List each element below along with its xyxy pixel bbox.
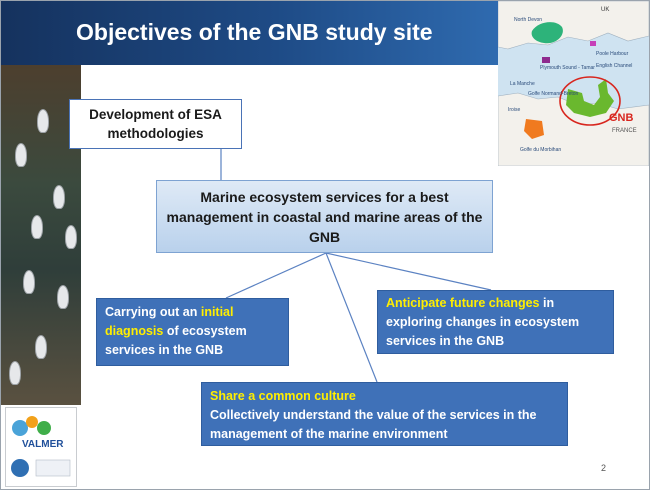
boat: [23, 270, 35, 294]
boat: [65, 225, 77, 249]
page-number: 2: [601, 463, 607, 473]
development-box: Development of ESA methodologies: [69, 99, 242, 149]
logo-graphics: [11, 416, 71, 477]
plymouth-area: [542, 57, 550, 63]
map-place-label: Golfe du Morbihan: [520, 147, 562, 153]
main-objective-text: Marine ecosystem services for a best man…: [166, 189, 483, 245]
map-place-label: North Devon: [514, 17, 543, 23]
anticipate-highlight: Anticipate future changes: [386, 296, 540, 310]
diagnosis-highlight: initial diagnosis: [105, 305, 234, 338]
anticipate-box: Anticipate future changes in exploring c…: [377, 290, 614, 354]
share-box: Share a common culture Collectively unde…: [201, 382, 568, 446]
map-shapes: [498, 1, 649, 166]
north-devon-area: [531, 22, 563, 44]
map-gnb-label: GNB: [609, 112, 634, 124]
share-highlight: Share a common culture: [210, 389, 356, 403]
anticipate-text: in exploring changes in ecosystem servic…: [386, 296, 580, 348]
map-place-label: La Manche: [510, 81, 535, 87]
connector-main-to-anticipate: [325, 252, 492, 291]
slide-title: Objectives of the GNB study site: [76, 19, 433, 45]
map-place-label: Golfe Normand-Breton: [528, 91, 579, 97]
diagnosis-text-end: of ecosystem services in the GNB: [105, 324, 247, 357]
boat: [31, 215, 43, 239]
logo-figure: [37, 421, 51, 435]
harbour-photo: [1, 65, 81, 405]
boat: [37, 109, 49, 133]
share-text: Collectively understand the value of the…: [210, 408, 537, 441]
diagnosis-text-start: Carrying out an: [105, 305, 201, 319]
boat: [35, 335, 47, 359]
boat: [53, 185, 65, 209]
connector-main-to-share: [325, 252, 378, 383]
connector-main-to-diagnosis: [225, 252, 327, 299]
boat: [57, 285, 69, 309]
logo-text: VALMER: [22, 439, 64, 450]
poole-area: [590, 41, 596, 46]
map-france-label: FRANCE: [612, 128, 637, 134]
study-sites-map: UK North Devon Poole Harbour Plymouth So…: [498, 1, 649, 166]
valmer-logo: VALMER: [5, 407, 77, 487]
gnb-highlight-circle: [559, 76, 621, 126]
gnb-area: [566, 79, 614, 117]
main-objective-box: Marine ecosystem services for a best man…: [156, 180, 493, 253]
iroise-area: [524, 119, 544, 139]
logo-figure: [12, 420, 28, 436]
logo-figure: [26, 416, 38, 428]
development-text: Development of ESA methodologies: [89, 107, 222, 141]
interreg-emblem: [11, 459, 29, 477]
map-place-label: Plymouth Sound - Tamar: [540, 65, 595, 71]
map-uk-label: UK: [601, 7, 610, 13]
title-bar: Objectives of the GNB study site: [1, 1, 501, 65]
boat: [9, 361, 21, 385]
diagnosis-box: Carrying out an initial diagnosis of eco…: [96, 298, 289, 366]
map-place-label: Iroise: [508, 107, 521, 113]
eu-flag-panel: [35, 459, 71, 477]
map-place-label: English Channel: [596, 63, 633, 69]
boat: [15, 143, 27, 167]
map-place-label: Poole Harbour: [596, 51, 629, 57]
